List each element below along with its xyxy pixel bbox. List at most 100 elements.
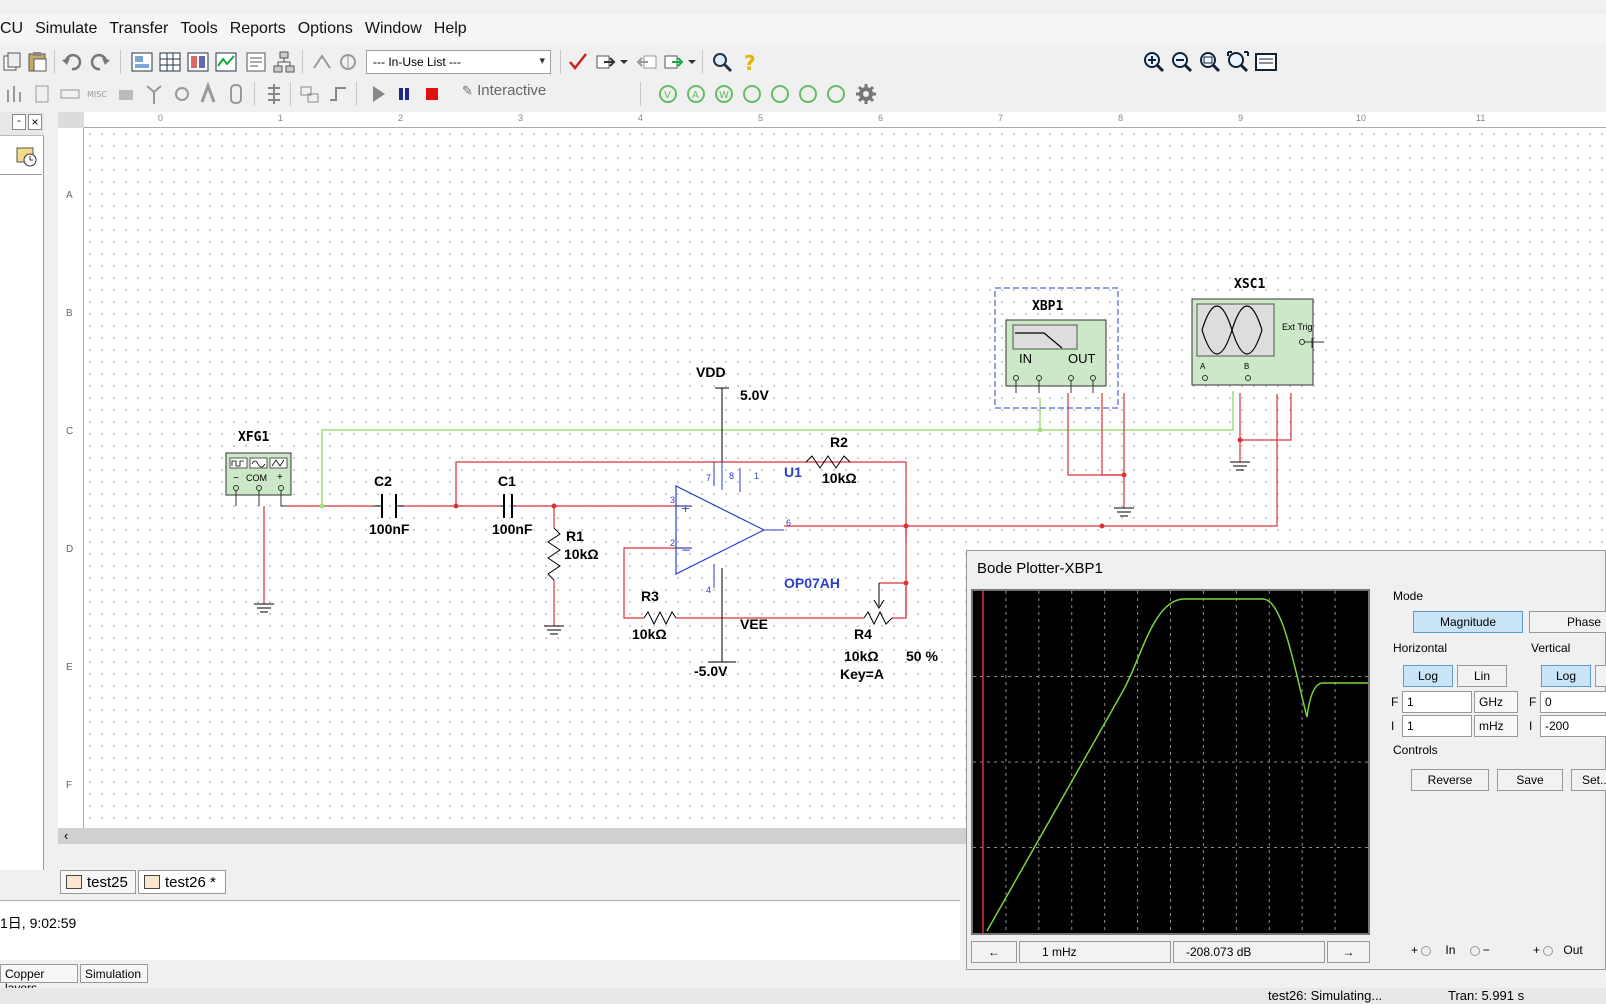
h-final-unit[interactable]: GHz	[1474, 691, 1518, 713]
horizontal-lin-button[interactable]: Lin	[1457, 665, 1507, 687]
set-button[interactable]: Set...	[1571, 769, 1606, 791]
dropdown-small-icon[interactable]	[618, 50, 642, 74]
zoom-fit-icon[interactable]	[1226, 50, 1250, 74]
probe-bus-icon[interactable]	[824, 82, 848, 106]
menu-options[interactable]: Options	[297, 20, 353, 37]
probe-power-icon[interactable]: W	[712, 82, 736, 106]
scroll-left-icon[interactable]: ‹	[64, 828, 69, 843]
erc-check-icon[interactable]	[566, 50, 590, 74]
undo-icon[interactable]	[60, 50, 84, 74]
tab-simulation[interactable]: Simulation	[80, 964, 148, 983]
vertical-log-button[interactable]: Log	[1541, 665, 1591, 687]
misc-icon[interactable]: MISC	[86, 82, 110, 106]
svg-text:W: W	[719, 90, 729, 101]
ruler-col-label: 6	[878, 113, 884, 123]
stop-simulation-icon[interactable]	[420, 82, 444, 106]
probe-voltage-icon[interactable]: V	[656, 82, 680, 106]
grapher-icon[interactable]	[214, 50, 238, 74]
zoom-out-icon[interactable]	[1170, 50, 1194, 74]
in-use-list-dropdown[interactable]: --- In-Use List --- ▾	[366, 50, 551, 74]
pause-simulation-icon[interactable]	[392, 82, 416, 106]
spreadsheet-tabs: Copper layers Simulation	[0, 962, 960, 995]
wire-icon[interactable]	[326, 82, 350, 106]
bus-icon[interactable]	[262, 82, 286, 106]
rf-icon[interactable]	[142, 82, 166, 106]
bode-plotter-window[interactable]: Bode Plotter-XBP1 Mode Magnitude Phase H…	[966, 550, 1606, 970]
phase-button[interactable]: Phase	[1529, 611, 1606, 633]
gear-icon[interactable]	[854, 82, 878, 106]
tab-test25[interactable]: test25	[60, 870, 136, 894]
cursor-left-button[interactable]: ←	[971, 941, 1017, 963]
export-icon[interactable]	[594, 50, 618, 74]
magnitude-button[interactable]: Magnitude	[1413, 611, 1523, 633]
schematic-file-icon	[144, 875, 160, 889]
v-final-input[interactable]: 0	[1540, 691, 1606, 713]
vertical-lin-button[interactable]	[1595, 665, 1606, 687]
probe-current-icon[interactable]: A	[684, 82, 708, 106]
probe-differential-icon[interactable]	[740, 82, 764, 106]
interactive-mode-label: Interactive	[477, 82, 547, 99]
source-icon[interactable]	[4, 82, 28, 106]
in-minus-terminal[interactable]	[1469, 945, 1480, 956]
dropdown-small-icon[interactable]	[686, 50, 710, 74]
ruler-row-label: E	[66, 662, 73, 673]
redo-icon[interactable]	[88, 50, 112, 74]
in-plus-terminal[interactable]	[1421, 945, 1432, 956]
zoom-in-icon[interactable]	[1142, 50, 1166, 74]
cursor-right-button[interactable]: →	[1327, 941, 1370, 963]
paste-icon[interactable]	[26, 50, 50, 74]
svg-text:MISC: MISC	[87, 90, 107, 99]
interactive-mode-button[interactable]: ✎ Interactive	[462, 82, 546, 99]
tab-test26[interactable]: test26 *	[138, 870, 226, 894]
help-icon[interactable]: ?	[738, 50, 762, 75]
h-final-input[interactable]: 1	[1402, 691, 1472, 713]
database-icon[interactable]	[336, 50, 360, 74]
function-generator-xfg1[interactable]	[225, 452, 292, 507]
design-toolbox-icon[interactable]	[130, 50, 154, 74]
panel-close-button[interactable]: ×	[28, 114, 42, 130]
run-simulation-icon[interactable]	[366, 82, 390, 106]
hb-block-icon[interactable]	[298, 82, 322, 106]
spreadsheet-icon[interactable]	[158, 50, 182, 74]
reverse-button[interactable]: Reverse	[1411, 769, 1489, 791]
component-icon[interactable]	[186, 50, 210, 74]
zoom-area-icon[interactable]	[1198, 50, 1222, 74]
save-button[interactable]: Save	[1497, 769, 1563, 791]
back-annotate-icon[interactable]	[634, 50, 658, 74]
v-initial-input[interactable]: -200	[1540, 715, 1606, 737]
menu-simulate[interactable]: Simulate	[35, 20, 98, 37]
ni-components-icon[interactable]	[198, 81, 222, 106]
menu-reports[interactable]: Reports	[229, 20, 286, 37]
probe-reference-icon[interactable]	[768, 82, 792, 106]
forward-annotate-icon[interactable]	[662, 50, 686, 74]
menu-tools[interactable]: Tools	[180, 20, 218, 37]
description-icon[interactable]	[244, 50, 268, 74]
hierarchy-icon[interactable]	[272, 50, 296, 74]
h-initial-unit[interactable]: mHz	[1474, 715, 1518, 737]
diode-icon[interactable]	[58, 82, 82, 106]
mode-label: Mode	[1393, 589, 1424, 603]
connector-icon[interactable]	[224, 82, 248, 106]
out-plus-terminal[interactable]	[1543, 945, 1554, 956]
electromechanical-icon[interactable]	[170, 82, 194, 106]
copy-icon[interactable]	[2, 50, 26, 74]
menu-transfer[interactable]: Transfer	[109, 20, 169, 37]
bode-plotter-xbp1[interactable]	[994, 287, 1119, 409]
h-initial-input[interactable]: 1	[1402, 715, 1472, 737]
full-screen-icon[interactable]	[1254, 50, 1278, 74]
basic-icon[interactable]	[30, 82, 54, 106]
power-icon[interactable]	[114, 82, 138, 106]
menu-mcu[interactable]: CU	[0, 20, 24, 37]
find-icon[interactable]	[710, 50, 734, 74]
panel-minimize-button[interactable]: -	[12, 114, 26, 130]
ruler-col-label: 1	[278, 113, 284, 123]
horizontal-log-button[interactable]: Log	[1403, 665, 1453, 687]
menu-help[interactable]: Help	[433, 20, 467, 37]
menu-window[interactable]: Window	[364, 20, 422, 37]
bode-plot-area[interactable]	[971, 589, 1370, 935]
tab-copper-layers[interactable]: Copper layers	[0, 964, 78, 995]
probe-digital-icon[interactable]	[796, 82, 820, 106]
project-view-icon[interactable]	[16, 146, 38, 168]
place-component-icon[interactable]	[310, 50, 334, 74]
oscilloscope-xsc1[interactable]	[1191, 298, 1324, 386]
